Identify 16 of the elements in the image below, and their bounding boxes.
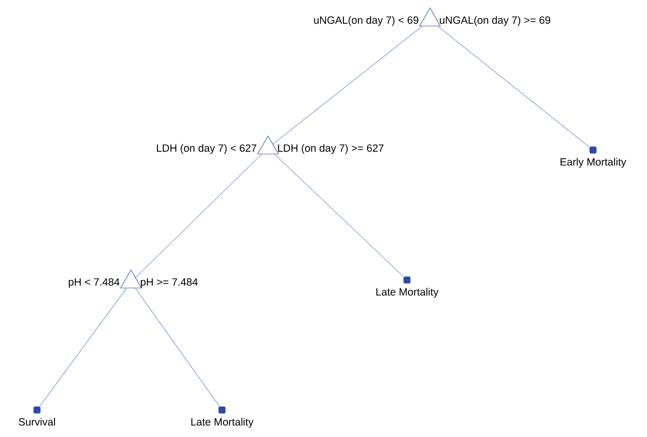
tree-branch <box>135 154 262 278</box>
leaf-label: Survival <box>18 418 55 426</box>
leaf-label: Late Mortality <box>376 288 438 298</box>
tree-branch <box>39 288 127 407</box>
tree-branch <box>274 154 404 277</box>
leaf-label: Early Mortality <box>560 158 626 168</box>
split-condition: pH >= 7.484 <box>140 278 198 288</box>
split-condition: uNGAL(on day 7) < 69 <box>314 16 418 26</box>
tree-branch <box>272 26 422 144</box>
split-condition: pH < 7.484 <box>68 278 120 288</box>
leaf-label: Late Mortality <box>191 418 254 428</box>
split-condition: LDH (on day 7) < 627 <box>156 144 256 154</box>
tree-branch <box>135 288 220 407</box>
split-condition: LDH (on day 7) >= 627 <box>278 144 384 154</box>
split-condition: uNGAL(on day 7) >= 69 <box>440 16 550 26</box>
tree-branch <box>438 26 590 148</box>
